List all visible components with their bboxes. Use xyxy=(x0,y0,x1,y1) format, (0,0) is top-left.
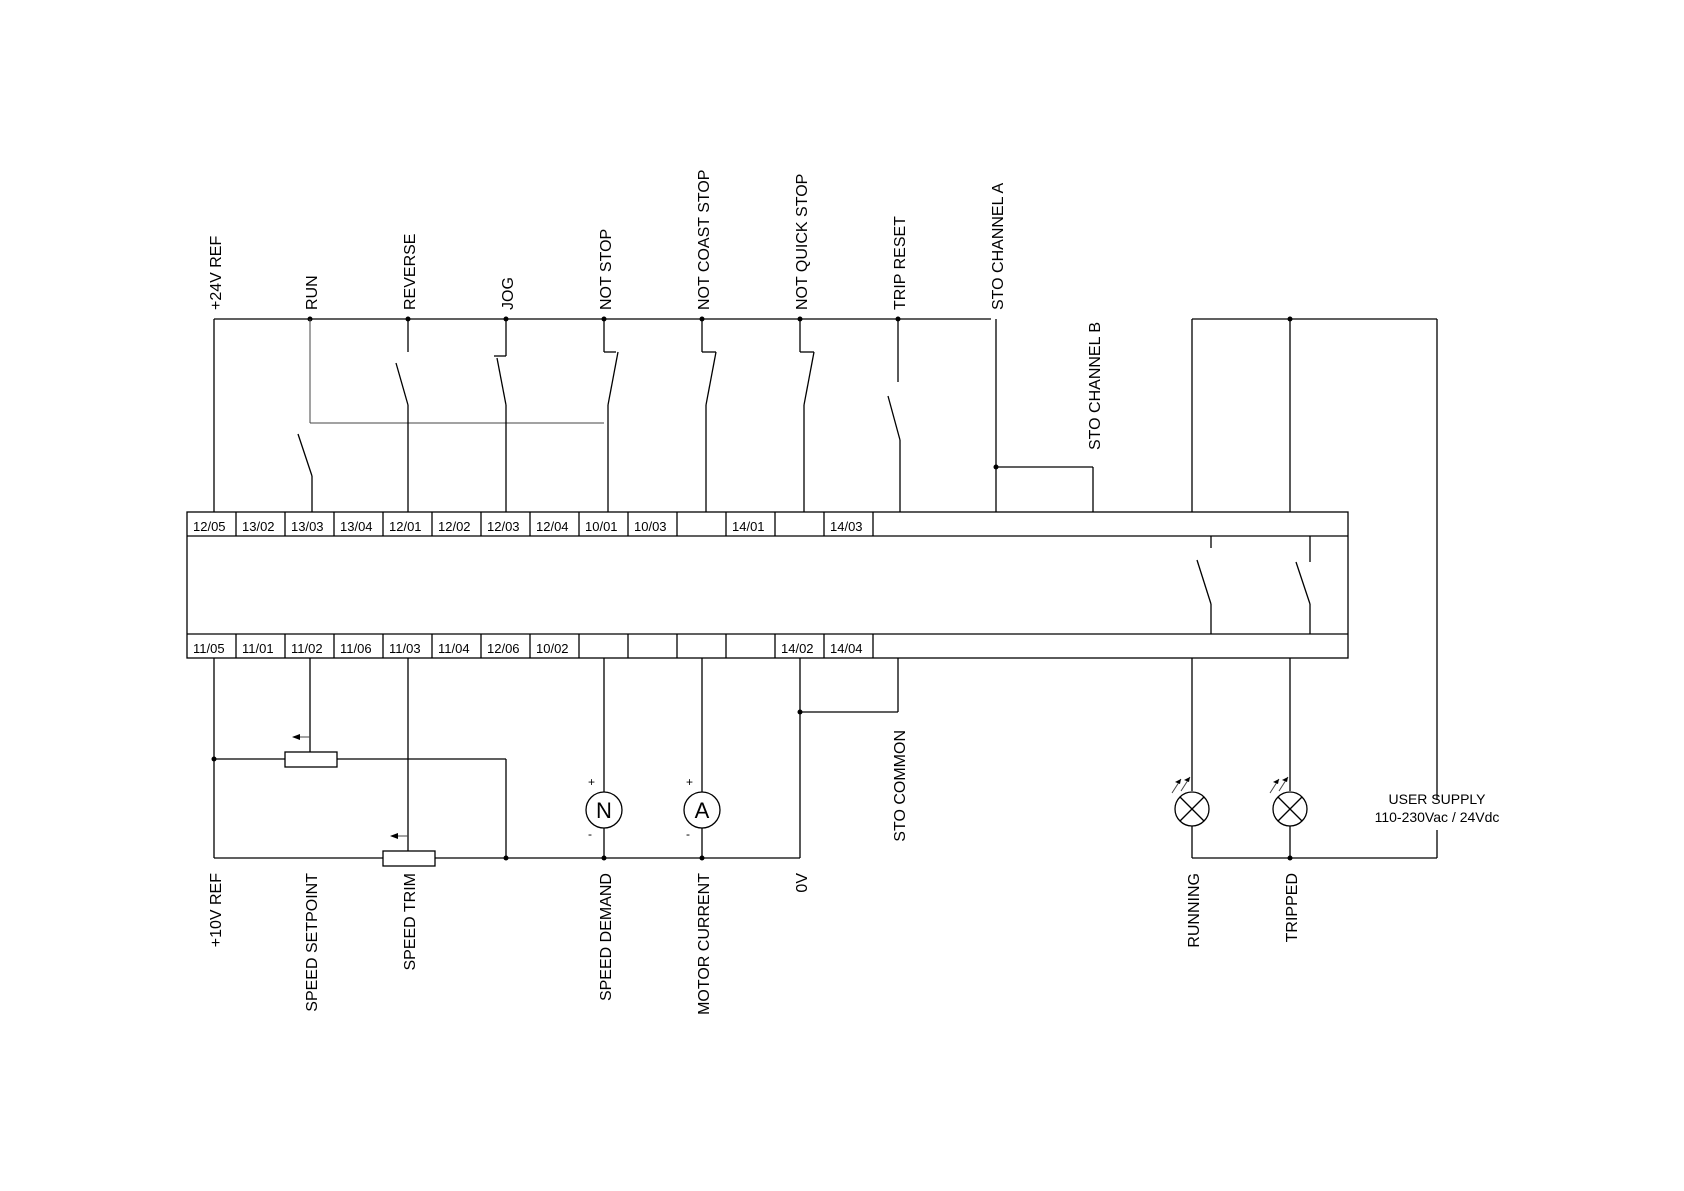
reverse-switch xyxy=(395,319,409,512)
label-speed-demand: SPEED DEMAND xyxy=(598,873,615,1001)
label-speed-setpoint: SPEED SETPOINT xyxy=(304,873,321,1012)
speed-meter-plus: + xyxy=(588,775,595,789)
not-quick-stop-switch xyxy=(799,319,815,512)
not-coast-stop-switch xyxy=(701,319,717,512)
top-terminal-label: 10/03 xyxy=(634,519,667,534)
top-wiring xyxy=(213,316,1438,858)
user-supply-wiring xyxy=(1191,316,1438,858)
user-supply-title: USER SUPPLY xyxy=(1389,791,1487,807)
bottom-terminal-label: 11/01 xyxy=(242,641,274,656)
label-reverse: REVERSE xyxy=(402,234,419,310)
running-lamp xyxy=(1171,776,1210,827)
bottom-terminal-label: 12/06 xyxy=(487,641,520,656)
bottom-terminal-dividers xyxy=(235,634,874,658)
top-terminal-label: 13/04 xyxy=(340,519,373,534)
top-terminal-label: 14/03 xyxy=(830,519,863,534)
bottom-terminal-label: 14/02 xyxy=(781,641,814,656)
relay-contact-running xyxy=(1196,536,1212,634)
current-meter-minus: - xyxy=(686,827,690,841)
label-sto-common: STO COMMON xyxy=(892,730,909,842)
bottom-terminal-label: 11/05 xyxy=(193,641,225,656)
label-plus10v-ref: +10V REF xyxy=(208,873,225,947)
top-terminal-label: 12/04 xyxy=(536,519,569,534)
bottom-wiring xyxy=(211,658,1437,867)
label-speed-trim: SPEED TRIM xyxy=(402,873,419,971)
top-terminal-label: 13/03 xyxy=(291,519,324,534)
label-not-quick-stop: NOT QUICK STOP xyxy=(794,174,811,310)
speed-meter-minus: - xyxy=(588,827,592,841)
label-trip-reset: TRIP RESET xyxy=(892,216,909,310)
label-sto-channel-a: STO CHANNEL A xyxy=(990,183,1007,310)
label-running: RUNNING xyxy=(1186,873,1203,948)
label-sto-channel-b: STO CHANNEL B xyxy=(1087,322,1104,450)
top-terminal-label: 12/01 xyxy=(389,519,422,534)
speed-meter-symbol: N xyxy=(596,798,612,823)
current-meter-plus: + xyxy=(686,775,693,789)
bottom-terminal-label: 11/02 xyxy=(291,641,323,656)
top-terminal-label: 12/02 xyxy=(438,519,471,534)
bottom-terminal-label: 11/06 xyxy=(340,641,372,656)
user-supply-voltage: 110-230Vac / 24Vdc xyxy=(1375,809,1500,825)
bottom-terminal-label: 10/02 xyxy=(536,641,569,656)
bottom-terminal-label: 11/03 xyxy=(389,641,421,656)
label-run: RUN xyxy=(304,275,321,310)
top-terminal-label: 13/02 xyxy=(242,519,275,534)
trip-reset-switch xyxy=(887,319,901,512)
sto-link xyxy=(993,319,1094,512)
label-not-stop: NOT STOP xyxy=(598,229,615,310)
top-terminal-label: 14/01 xyxy=(732,519,765,534)
label-motor-current: MOTOR CURRENT xyxy=(696,873,713,1015)
not-stop-switch xyxy=(603,319,619,512)
current-meter-symbol: A xyxy=(695,798,710,823)
label-plus24v-ref: +24V REF xyxy=(208,236,225,310)
bottom-terminal-label: 11/04 xyxy=(438,641,470,656)
label-0v: 0V xyxy=(794,873,811,893)
top-terminal-labels: 12/05 13/02 13/03 13/04 12/01 12/02 12/03 12/04… xyxy=(193,519,863,534)
bottom-terminal-labels: 11/05 11/01 11/02 11/06 11/03 11/04 12/06 10/02… xyxy=(193,641,863,656)
run-switch xyxy=(297,319,604,512)
speed-trim-potentiometer xyxy=(382,850,436,867)
top-terminal-label: 12/03 xyxy=(487,519,520,534)
terminal-strip: 12/05 13/02 13/03 13/04 12/01 12/02 12/03 12/04… xyxy=(186,511,1349,659)
label-tripped: TRIPPED xyxy=(1284,873,1301,942)
label-jog: JOG xyxy=(500,277,517,310)
speed-setpoint-potentiometer xyxy=(284,751,338,768)
label-not-coast-stop: NOT COAST STOP xyxy=(696,170,713,310)
bottom-terminal-label: 14/04 xyxy=(830,641,863,656)
top-terminal-dividers xyxy=(235,512,874,536)
terminal-strip-body xyxy=(186,511,1349,659)
top-terminal-label: 12/05 xyxy=(193,519,226,534)
top-terminal-label: 10/01 xyxy=(585,519,618,534)
jog-switch xyxy=(494,319,507,512)
tripped-lamp xyxy=(1269,776,1308,827)
relay-contact-tripped xyxy=(1295,536,1311,634)
